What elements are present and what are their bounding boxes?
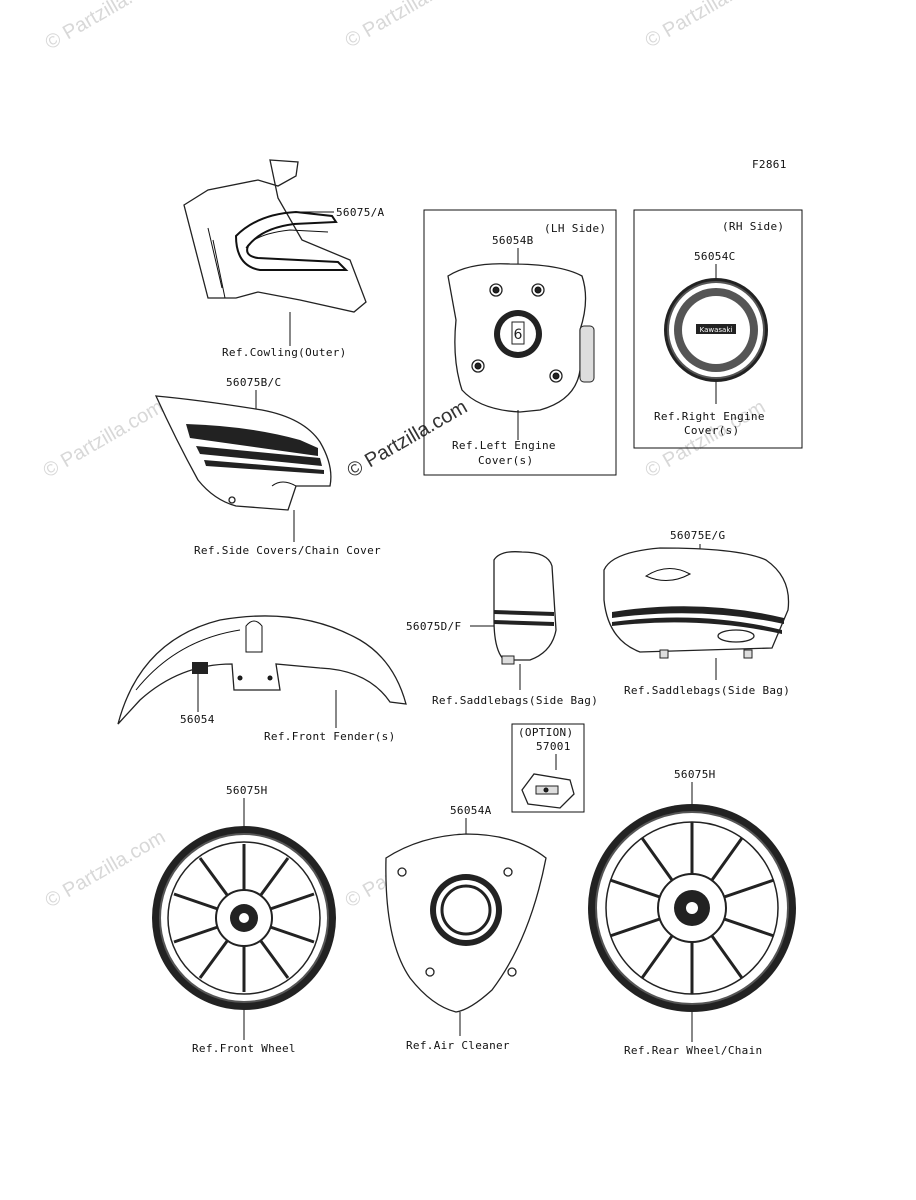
callout-56054: 56054 — [180, 713, 215, 726]
callout-56054B: 56054B — [492, 234, 534, 247]
rh-side-box — [633, 209, 803, 449]
saddlebag-side-part — [493, 551, 557, 665]
callout-56075A: 56075/A — [336, 206, 385, 219]
ref-left-engine-2: Cover(s) — [478, 454, 533, 467]
rh-side-label: (RH Side) — [722, 220, 784, 233]
ref-right-engine-1: Ref.Right Engine — [654, 410, 765, 423]
six-speed-emblem: 6 — [514, 327, 523, 343]
ref-side-covers: Ref.Side Covers/Chain Cover — [194, 544, 381, 557]
kawasaki-emblem: Kawasaki — [700, 326, 733, 334]
ref-rear-wheel: Ref.Rear Wheel/Chain — [624, 1044, 762, 1057]
watermark: © Partzilla.com — [40, 396, 168, 482]
callout-56075H-left: 56075H — [226, 784, 268, 797]
watermarks: © Partzilla.com © Partzilla.com © Partzi… — [40, 0, 770, 912]
air-cleaner-part — [385, 833, 547, 1013]
side-cover-part — [154, 395, 332, 511]
callout-56054A: 56054A — [450, 804, 492, 817]
accessory-part-57001 — [521, 773, 575, 809]
ref-air-cleaner: Ref.Air Cleaner — [406, 1039, 510, 1052]
ref-cowling: Ref.Cowling(Outer) — [222, 346, 347, 359]
ref-right-engine-2: Cover(s) — [684, 424, 739, 437]
right-engine-cover-part: Kawasaki — [664, 278, 768, 382]
front-fender-part — [117, 615, 407, 725]
lh-side-box — [423, 209, 617, 476]
watermark: © Partzilla.com — [642, 396, 770, 482]
option-label: (OPTION) — [518, 726, 573, 739]
option-box — [511, 723, 585, 813]
rear-wheel-part — [588, 804, 796, 1012]
ref-left-engine-1: Ref.Left Engine — [452, 439, 556, 452]
ref-saddlebag-2: Ref.Saddlebags(Side Bag) — [624, 684, 790, 697]
ref-front-fender: Ref.Front Fender(s) — [264, 730, 396, 743]
saddlebag-large-part — [603, 547, 790, 659]
watermark: © Partzilla.com — [342, 0, 470, 52]
watermark: © Partzilla.com — [42, 826, 170, 912]
callout-56075EG: 56075E/G — [670, 529, 725, 542]
lh-side-label: (LH Side) — [544, 222, 606, 235]
front-wheel-part — [152, 826, 336, 1010]
ref-saddlebag-1: Ref.Saddlebags(Side Bag) — [432, 694, 598, 707]
callout-56075BC: 56075B/C — [226, 376, 281, 389]
watermark: © Partzilla.com — [642, 0, 770, 52]
watermark: © Partzilla.com — [42, 0, 170, 54]
callout-56075DF: 56075D/F — [406, 620, 461, 633]
cowling-part — [183, 159, 367, 313]
callout-56054C: 56054C — [694, 250, 736, 263]
left-engine-cover-part: 6 — [447, 263, 595, 413]
ref-front-wheel: Ref.Front Wheel — [192, 1042, 296, 1055]
callout-56075H-right: 56075H — [674, 768, 716, 781]
callout-57001: 57001 — [536, 740, 571, 753]
figure-code: F2861 — [752, 158, 787, 171]
